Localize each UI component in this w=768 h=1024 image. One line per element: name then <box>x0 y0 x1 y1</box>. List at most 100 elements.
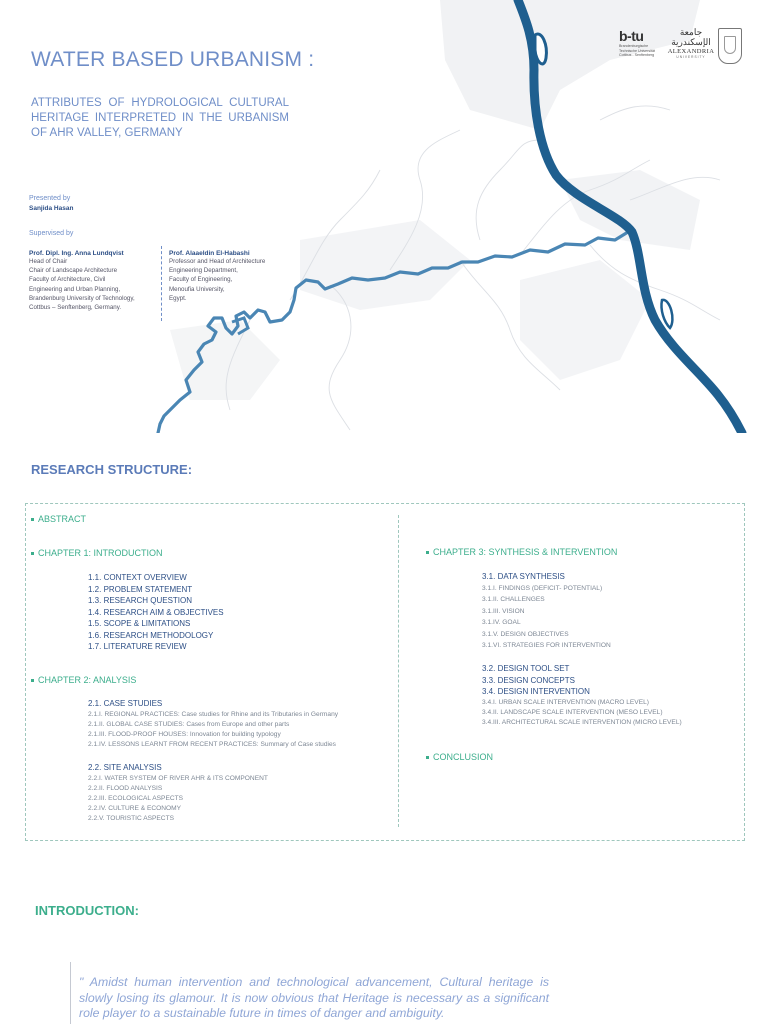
chapter-2-item: CHAPTER 2: ANALYSIS <box>31 675 136 685</box>
chapter-1-entry: 1.1. CONTEXT OVERVIEW <box>88 573 187 582</box>
btu-logo-line: Cottbus - Senftenberg <box>619 53 655 57</box>
site-analysis-title: 2.2. SITE ANALYSIS <box>88 763 162 772</box>
supervisor-2-line: Egypt. <box>169 294 187 302</box>
river-map <box>156 0 747 433</box>
case-studies-entry: 2.1.II. GLOBAL CASE STUDIES: Cases from … <box>88 720 290 728</box>
site-analysis-entry: 2.2.I. WATER SYSTEM OF RIVER AHR & ITS C… <box>88 774 268 782</box>
design-intervention-entry: 3.4.I. URBAN SCALE INTERVENTION (MACRO L… <box>482 698 649 706</box>
supervisor-2-line: Engineering Department, <box>169 267 238 275</box>
chapter-1-item: CHAPTER 1: INTRODUCTION <box>31 548 163 558</box>
stream <box>589 244 721 321</box>
chapter-1-entry: 1.3. RESEARCH QUESTION <box>88 596 193 605</box>
alexandria-logo: جامعة الإسكندرية ALEXANDRIA UNIVERSITY <box>666 28 716 59</box>
case-studies-entry: 2.1.I. REGIONAL PRACTICES: Case studies … <box>88 710 339 718</box>
bullet-icon <box>426 551 429 555</box>
stream <box>459 259 561 391</box>
data-synthesis-entry: 3.1.V. DESIGN OBJECTIVES <box>482 630 569 638</box>
alexandria-logo-sub: UNIVERSITY <box>676 55 706 59</box>
alexandria-logo-arabic: جامعة الإسكندرية <box>671 28 712 48</box>
introduction-quote: " Amidst human intervention and technolo… <box>79 975 549 1020</box>
stream <box>328 284 352 431</box>
supervisor-1-line: Faculty of Architecture, Civil <box>29 276 106 284</box>
bullet-icon <box>426 756 429 760</box>
supervisor-1-line: Head of Chair <box>29 258 68 265</box>
chapter-1-title: CHAPTER 1: INTRODUCTION <box>38 548 163 558</box>
bullet-icon <box>31 552 34 556</box>
research-structure-box <box>25 503 745 841</box>
design-intervention-entry: 3.4.II. LANDSCAPE SCALE INTERVENTION (ME… <box>482 708 663 716</box>
introduction-heading: INTRODUCTION: <box>35 903 139 918</box>
bullet-icon <box>31 518 34 522</box>
column-divider <box>398 515 399 827</box>
supervisor-2-name: Prof. Alaaeldin El-Habashi <box>169 250 250 257</box>
supervisor-1-line: Chair of Landscape Architecture <box>29 267 118 275</box>
supervisor-1-line: Engineering and Urban Planning, <box>29 285 121 293</box>
supervisor-1: Prof. Dipl. Ing. Anna Lundqvist Head of … <box>29 250 159 312</box>
design-intervention-title: 3.4. DESIGN INTERVENTION <box>482 687 590 696</box>
site-analysis-list: 2.2. SITE ANALYSIS 2.2.I. WATER SYSTEM O… <box>88 762 268 825</box>
design-intervention-entry: 3.4.III. ARCHITECTURAL SCALE INTERVENTIO… <box>482 718 682 726</box>
case-studies-entry: 2.1.IV. LESSONS LEARNT FROM RECENT PRACT… <box>88 741 336 749</box>
chapter-1-entry: 1.7. LITERATURE REVIEW <box>88 642 187 651</box>
btu-logo-line: Brandenburgische <box>619 44 649 48</box>
terrain-patch <box>300 220 470 310</box>
ahr-river <box>156 230 630 433</box>
rhine-island <box>533 32 548 66</box>
chapter-1-entry: 1.5. SCOPE & LIMITATIONS <box>88 619 191 628</box>
stream <box>389 129 461 271</box>
site-analysis-entry: 2.2.III. ECOLOGICAL ASPECTS <box>88 794 184 802</box>
data-synthesis-entry: 3.1.VI. STRATEGIES FOR INTERVENTION <box>482 642 611 649</box>
data-synthesis-entry: 3.1.II. CHALLENGES <box>482 596 545 603</box>
chapter-1-entry: 1.2. PROBLEM STATEMENT <box>88 584 193 594</box>
supervisor-1-name: Prof. Dipl. Ing. Anna Lundqvist <box>29 250 124 257</box>
supervisor-2-line: Menoufia University, <box>169 285 225 293</box>
data-synthesis-entry: 3.1.IV. GOAL <box>482 619 521 626</box>
supervisor-2-line: Professor and Head of Architecture <box>169 258 266 265</box>
terrain-patch <box>520 260 650 380</box>
design-tool-set: 3.2. DESIGN TOOL SET <box>482 664 570 673</box>
page-subtitle: ATTRIBUTES OF HYDROLOGICAL CULTURAL HERI… <box>31 97 289 139</box>
terrain-patch <box>560 170 700 250</box>
ahr-river-loop <box>231 316 250 336</box>
alexandria-logo-name: ALEXANDRIA <box>667 48 715 55</box>
btu-logo-mark: b-tu <box>619 28 644 44</box>
terrain-patch <box>170 320 280 400</box>
btu-logo: b-tu Brandenburgische Technische Univers… <box>619 28 663 58</box>
chapter-1-entry: 1.4. RESEARCH AIM & OBJECTIVES <box>88 607 224 617</box>
abstract-label: ABSTRACT <box>38 514 87 524</box>
crest-icon <box>718 28 742 64</box>
site-analysis-entry: 2.2.V. TOURISTIC ASPECTS <box>88 815 174 823</box>
btu-logo-line: Technische Universität <box>619 48 655 53</box>
stream <box>519 159 651 256</box>
stream <box>289 169 381 301</box>
data-synthesis-entry: 3.1.I. FINDINGS (DEFICIT- POTENTIAL) <box>482 584 603 592</box>
chapter-1-entry: 1.6. RESEARCH METHODOLOGY <box>88 630 214 640</box>
quote-bar <box>70 962 71 1024</box>
conclusion-item: CONCLUSION <box>426 752 493 762</box>
bullet-icon <box>31 679 34 683</box>
terrain-patch <box>440 0 700 130</box>
case-studies-entry: 2.1.III. FLOOD-PROOF HOUSES: Innovation … <box>88 730 281 738</box>
credits-divider <box>161 246 162 321</box>
supervisor-2-line: Faculty of Engineering, <box>169 276 233 284</box>
chapter-3-item: CHAPTER 3: SYNTHESIS & INTERVENTION <box>426 547 617 557</box>
supervisor-1-line: Cottbus – Senftenberg, Germany. <box>29 304 122 312</box>
stream <box>599 105 671 121</box>
chapter-1-list: 1.1. CONTEXT OVERVIEW 1.2. PROBLEM STATE… <box>88 572 224 653</box>
abstract-item: ABSTRACT <box>31 514 86 524</box>
presenter-name: Sanjida Hasan <box>29 205 74 212</box>
page-title: WATER BASED URBANISM : <box>31 48 315 71</box>
chapter-3-title: CHAPTER 3: SYNTHESIS & INTERVENTION <box>433 547 618 557</box>
design-concepts: 3.3. DESIGN CONCEPTS <box>482 675 575 685</box>
supervisor-2: Prof. Alaaeldin El-Habashi Professor and… <box>169 250 299 303</box>
data-synthesis-list: 3.1. DATA SYNTHESIS 3.1.I. FINDINGS (DEF… <box>482 571 611 652</box>
conclusion-label: CONCLUSION <box>433 752 494 762</box>
site-analysis-entry: 2.2.IV. CULTURE & ECONOMY <box>88 805 182 813</box>
chapter-2-title: CHAPTER 2: ANALYSIS <box>38 675 137 685</box>
design-list: 3.2. DESIGN TOOL SET 3.3. DESIGN CONCEPT… <box>482 663 682 728</box>
case-studies-title: 2.1. CASE STUDIES <box>88 699 163 708</box>
stream <box>475 139 541 241</box>
stream <box>629 176 721 201</box>
data-synthesis-entry: 3.1.III. VISION <box>482 607 525 615</box>
rhine-river <box>513 0 747 433</box>
